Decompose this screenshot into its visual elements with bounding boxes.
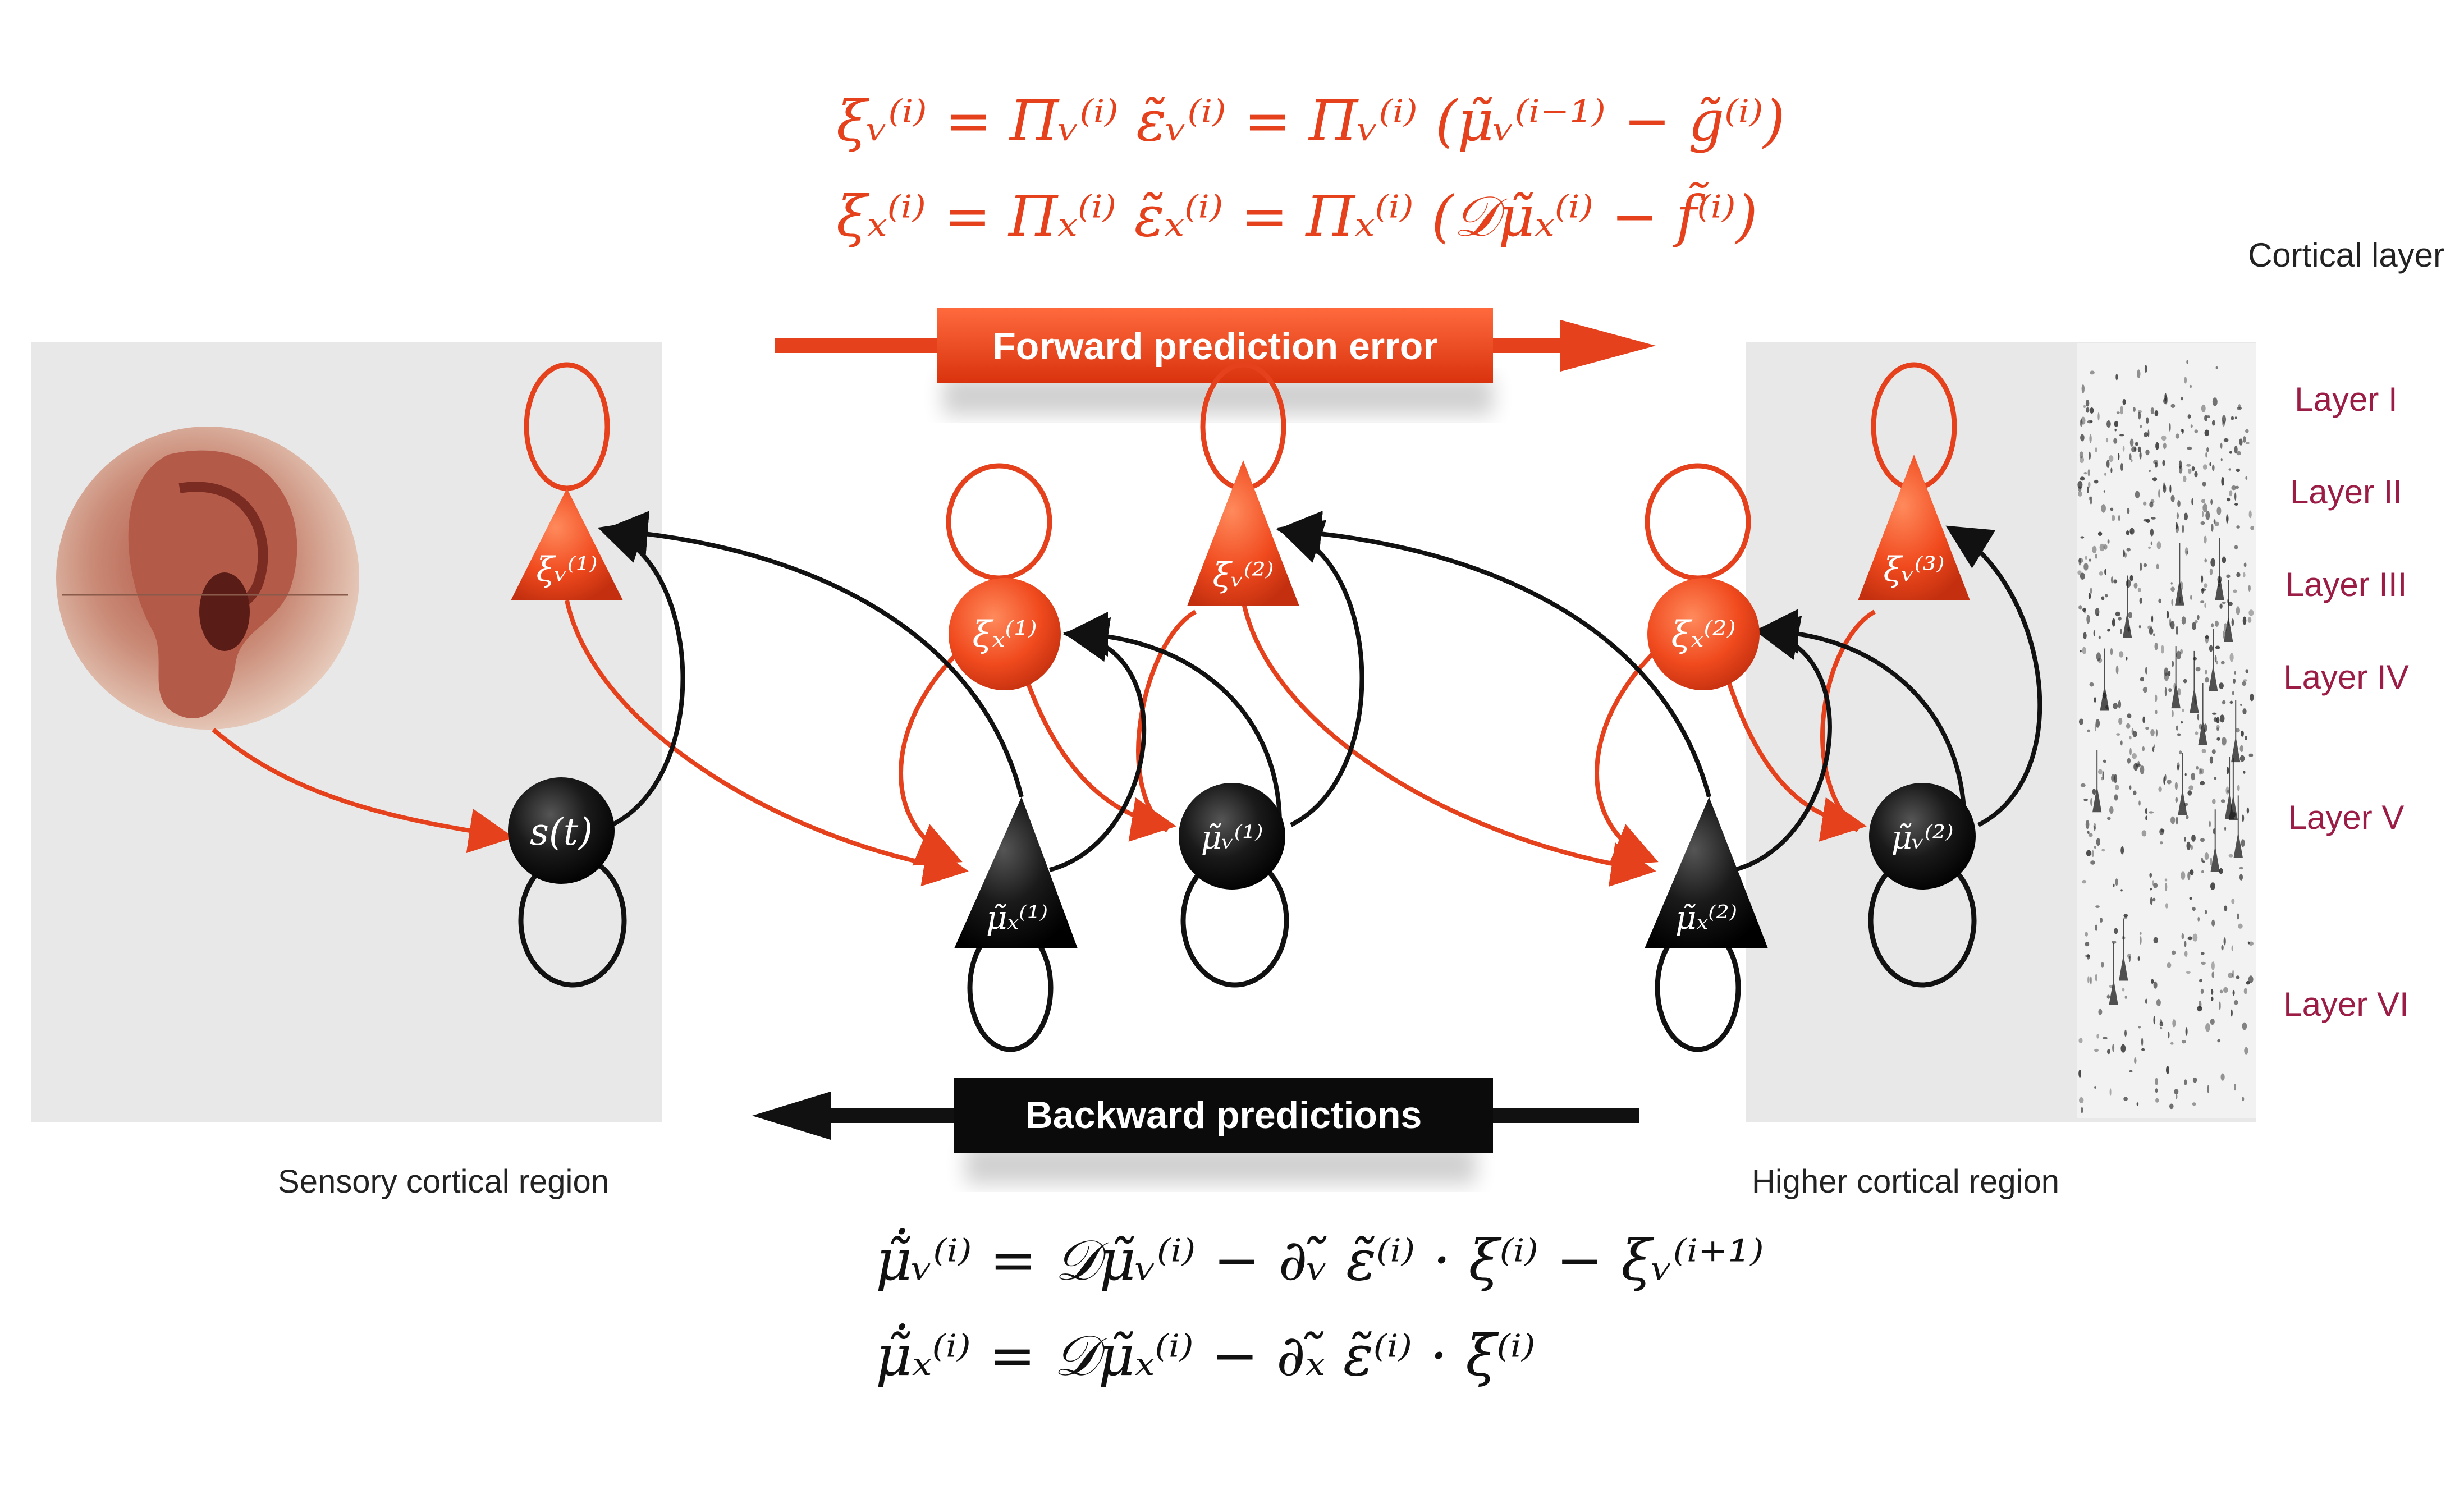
node-labels: s(t) ξᵥ⁽¹⁾ ξᵥ⁽²⁾ ξᵥ⁽³⁾ ξₓ⁽¹⁾ ξₓ⁽²⁾ μ̃ₓ⁽¹… <box>530 550 1953 937</box>
node-xi-v2 <box>1187 460 1299 606</box>
label-mu-v2: μ̃ᵥ⁽²⁾ <box>1891 818 1953 856</box>
layer-2-label: Layer II <box>2290 473 2402 511</box>
node-mu-v2 <box>1869 783 1976 890</box>
backward-equation-1: μ̃̇ᵥ⁽ⁱ⁾ = 𝒟μ̃ᵥ⁽ⁱ⁾ − ∂ᵥ̃ ε̃⁽ⁱ⁾ · ξ⁽ⁱ⁾ − ξ… <box>876 1227 1764 1293</box>
edge-xix2-to-muv2 <box>1715 644 1867 842</box>
backward-prediction-arrow: Backward predictions <box>752 1078 1639 1184</box>
layer-3-label: Layer III <box>2286 566 2407 603</box>
cortex-histology-strip <box>2077 343 2256 1118</box>
ear-icon <box>56 427 359 730</box>
node-mu-x1 <box>954 797 1078 948</box>
layer-4-label: Layer IV <box>2283 658 2408 696</box>
sensory-region-label: Sensory cortical region <box>278 1163 609 1200</box>
cortical-layer-title: Cortical layer <box>2248 236 2444 274</box>
node-xi-x1 <box>949 578 1061 690</box>
loop-xi-x1 <box>946 463 1052 581</box>
label-mu-x2: μ̃ₓ⁽²⁾ <box>1675 899 1737 937</box>
edge-muv2-to-xix2 <box>1753 609 1967 826</box>
edge-xix1-to-mux1 <box>899 644 967 866</box>
layer-labels: Layer I Layer II Layer III Layer IV Laye… <box>2283 381 2408 1023</box>
edge-xiv2-to-mux2 <box>1241 600 1656 887</box>
node-xi-v1 <box>511 488 623 600</box>
edge-mux1-to-xix1 <box>1048 617 1147 872</box>
backward-label: Backward predictions <box>1025 1094 1422 1136</box>
forward-error-arrow: Forward prediction error <box>775 308 1656 415</box>
node-mu-v1 <box>1179 783 1285 890</box>
layer-5-label: Layer V <box>2288 799 2405 836</box>
label-xi-x1: ξₓ⁽¹⁾ <box>972 614 1037 655</box>
layer-6-label: Layer VI <box>2283 985 2408 1023</box>
label-xi-v2: ξᵥ⁽²⁾ <box>1213 556 1274 595</box>
node-xi-v3 <box>1858 455 1970 600</box>
edge-mux2-to-xix2 <box>1733 616 1832 872</box>
forward-label: Forward prediction error <box>992 325 1437 368</box>
label-xi-v1: ξᵥ⁽¹⁾ <box>537 550 598 589</box>
edge-mux2-to-xiv2 <box>1276 510 1711 798</box>
prediction-connections <box>597 510 2042 872</box>
backward-equation-2: μ̃̇ₓ⁽ⁱ⁾ = 𝒟μ̃ₓ⁽ⁱ⁾ − ∂ₓ̃ ε̃⁽ⁱ⁾ · ξ⁽ⁱ⁾ <box>876 1323 1536 1388</box>
loop-xi-x2 <box>1645 463 1751 581</box>
label-xi-v3: ξᵥ⁽³⁾ <box>1884 550 1945 589</box>
node-s <box>508 777 615 884</box>
label-s: s(t) <box>530 810 593 854</box>
label-mu-x1: μ̃ₓ⁽¹⁾ <box>986 899 1048 937</box>
node-mu-x2 <box>1645 797 1768 948</box>
edge-xiv1-to-mux1 <box>565 600 969 887</box>
higher-region-label: Higher cortical region <box>1752 1163 2059 1200</box>
edge-muv2-to-xiv3 <box>1945 525 2042 827</box>
layer-1-label: Layer I <box>2294 381 2397 418</box>
nodes <box>508 455 1976 948</box>
edge-ear-to-s <box>212 727 514 854</box>
forward-equation-1: ξᵥ⁽ⁱ⁾ = Πᵥ⁽ⁱ⁾ ε̃ᵥ⁽ⁱ⁾ = Πᵥ⁽ⁱ⁾ (μ̃ᵥ⁽ⁱ⁻¹⁾ −… <box>836 88 1785 154</box>
edge-muv1-to-xix1 <box>1063 612 1282 826</box>
backward-label-box <box>954 1078 1493 1153</box>
label-mu-v1: μ̃ᵥ⁽¹⁾ <box>1201 818 1263 856</box>
label-xi-x2: ξₓ⁽²⁾ <box>1671 614 1735 655</box>
edge-xix2-to-mux2 <box>1595 644 1663 866</box>
forward-label-box <box>937 308 1493 383</box>
node-xi-x2 <box>1647 578 1760 690</box>
edge-mux1-to-xiv1 <box>603 511 1024 797</box>
edge-muv2-to-xiv3 <box>1820 609 1876 832</box>
forward-equation-2: ξₓ⁽ⁱ⁾ = Πₓ⁽ⁱ⁾ ε̃ₓ⁽ⁱ⁾ = Πₓ⁽ⁱ⁾ (𝒟μ̃ₓ⁽ⁱ⁾ − … <box>836 182 1758 249</box>
